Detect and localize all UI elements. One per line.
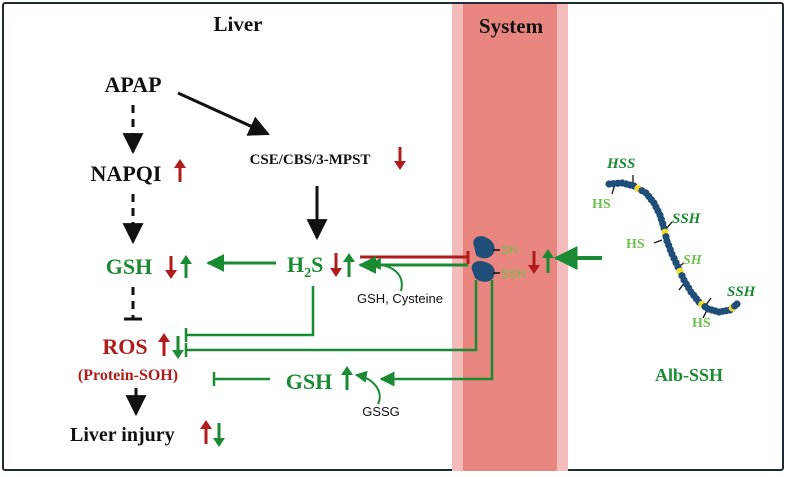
gssg-to-gsh-curve (354, 370, 381, 405)
chain-sh-label: SH (683, 253, 703, 268)
chain-hs2-label: HS (626, 237, 645, 252)
ros-up-arrow-red (158, 333, 170, 356)
napqi-label: NAPQI (91, 161, 162, 186)
albumin-sh-inhibits-ros-line (186, 280, 478, 352)
chain-ssh1-label: SSH (672, 211, 702, 227)
liver-panel-title: Liver (214, 12, 263, 36)
gsh-liver-up-arrow-green (180, 255, 192, 278)
albumin-ssh-molecule-icon (471, 260, 500, 282)
gsh-regen-label: GSH (286, 369, 332, 394)
gsh-liver-down-arrow-red (165, 256, 177, 279)
enzymes-label: CSE/CBS/3-MPST (250, 152, 371, 168)
enzymes-down-arrow-red (394, 147, 406, 170)
apap-label: APAP (104, 72, 161, 97)
albumin-sh-molecule-icon (473, 236, 500, 259)
alb-ssh-chain-icon (605, 175, 741, 319)
apap-to-enzymes-arrow (177, 91, 270, 136)
injury-up-arrow-red (200, 420, 212, 444)
chain-thiol-stub (653, 239, 663, 244)
gsh-cysteine-label: GSH, Cysteine (357, 291, 443, 306)
albumin-sh-label: SH (501, 243, 518, 257)
alb-ssh-label: Alb-SSH (655, 365, 723, 385)
albumin-down-arrow-red (528, 251, 540, 274)
ros-down-arrow-green (172, 336, 184, 359)
injury-down-arrow-green (213, 423, 225, 447)
ros-label: ROS (102, 334, 147, 359)
napqi-up-arrow-red (174, 159, 186, 182)
chain-ssh2-label: SSH (727, 284, 757, 300)
albumin-up-arrow-green (542, 249, 554, 273)
gssg-label: GSSG (362, 404, 400, 419)
diagram-border (2, 2, 784, 471)
liver-injury-label: Liver injury (70, 424, 175, 446)
albumin-ssh-label: SSH (501, 267, 526, 281)
h2s-up-arrow-green (343, 253, 355, 277)
system-panel-title: System (479, 14, 544, 38)
h2s-inhibits-ros-line (186, 286, 315, 337)
gsh-regen-up-arrow-green (341, 366, 353, 390)
gsh-liver-label: GSH (106, 254, 152, 279)
chain-hss-label: HSS (606, 156, 635, 172)
chain-hs3-label: HS (692, 316, 711, 331)
chain-bead (733, 300, 741, 308)
albumin-ssh-to-gsh-line (379, 280, 494, 387)
h2s-label: H2S (287, 252, 323, 281)
protein-soh-label: (Protein-SOH) (78, 367, 178, 384)
gsh-cysteine-curve (368, 258, 403, 292)
chain-hs1-label: HS (592, 197, 611, 212)
h2s-down-arrow-red (330, 253, 342, 277)
